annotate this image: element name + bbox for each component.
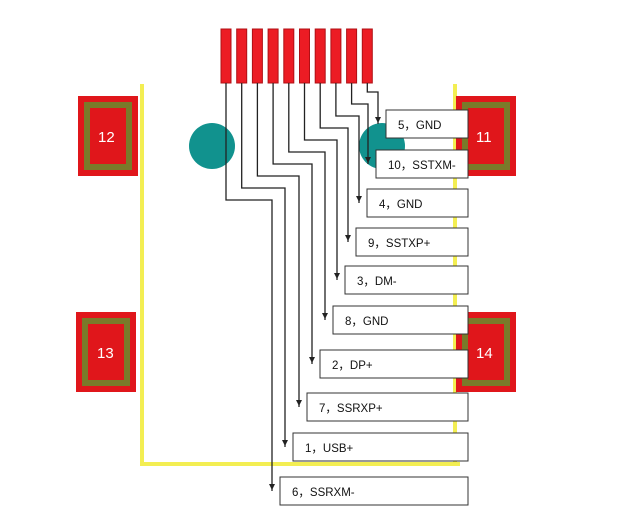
header-pin xyxy=(283,28,295,84)
pad-13: 13 xyxy=(76,312,136,392)
header-pin xyxy=(330,28,342,84)
wire-arrow xyxy=(356,196,362,202)
pin-label-box xyxy=(385,109,469,139)
pin-label-box xyxy=(366,188,469,218)
pin-wire xyxy=(288,83,326,320)
pin-wire xyxy=(241,83,286,447)
header-pin xyxy=(361,28,373,84)
pin-label-box xyxy=(306,392,469,422)
wire-arrow xyxy=(269,484,275,490)
header-pin xyxy=(236,28,248,84)
pin-label-boxes: 5，GND 10，SSTXM- 4，GND 9，SSTXP+ 3，DM- 8，GND 2，D… xyxy=(279,109,469,506)
pad-14-label: 14 xyxy=(476,345,493,362)
pin-label-box xyxy=(375,149,469,179)
header-pin xyxy=(251,28,263,84)
pin-label: 7，SSRXP+ xyxy=(319,403,383,415)
header-pin xyxy=(346,28,358,84)
wire-arrow xyxy=(365,157,371,163)
header-pin xyxy=(299,28,310,84)
pin-label: 3，DM- xyxy=(357,276,397,288)
pin-label: 9，SSTXP+ xyxy=(368,238,431,250)
pin-wire xyxy=(335,83,360,203)
pin-label: 10，SSTXM- xyxy=(388,160,456,172)
pin-wires xyxy=(225,83,381,491)
pin-wire xyxy=(366,83,379,124)
wire-arrow xyxy=(322,313,328,319)
pad-11-label: 11 xyxy=(476,129,492,146)
wire-arrow xyxy=(296,400,302,406)
pin-label-box xyxy=(332,305,469,335)
pad-12: 12 xyxy=(78,96,138,176)
pad-13-label: 13 xyxy=(97,345,114,362)
pin-header xyxy=(220,28,373,84)
pin-label-box xyxy=(279,476,469,506)
header-pin xyxy=(314,28,326,84)
pin-wire xyxy=(350,83,369,164)
pin-label: 5，GND xyxy=(398,120,441,132)
wire-arrow xyxy=(309,357,315,363)
pin-wire xyxy=(225,83,273,491)
pin-label: 1，USB+ xyxy=(305,443,354,455)
pin-label-box xyxy=(344,265,469,295)
header-pin xyxy=(267,28,279,84)
pin-wire xyxy=(319,83,349,242)
pin-label: 4，GND xyxy=(379,199,422,211)
wire-arrow xyxy=(282,440,288,446)
via-left xyxy=(189,123,235,169)
wire-arrow xyxy=(345,235,351,241)
wire-arrow xyxy=(334,273,340,279)
pin-label: 8，GND xyxy=(345,316,388,328)
pin-wire xyxy=(272,83,313,364)
pin-label-box xyxy=(355,227,469,257)
pad-12-label: 12 xyxy=(98,129,115,146)
pin-label: 2，DP+ xyxy=(332,360,373,372)
pin-wire xyxy=(256,83,300,407)
pin-wire xyxy=(303,83,338,280)
pin-label-box xyxy=(292,432,469,462)
wire-arrow xyxy=(375,117,381,123)
board-edge-left xyxy=(140,84,460,466)
pin-label-box xyxy=(319,349,469,379)
pin-label: 6，SSRXM- xyxy=(292,487,355,499)
header-pin xyxy=(220,28,232,84)
